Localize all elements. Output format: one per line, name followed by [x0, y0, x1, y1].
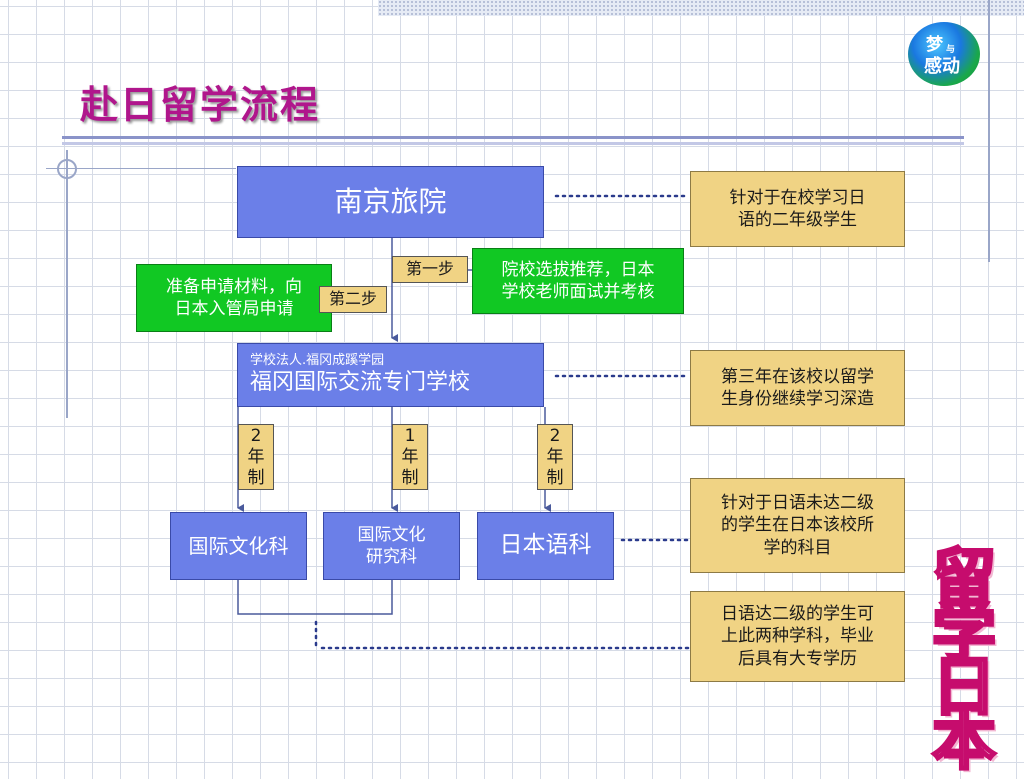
- banner-study-in-japan: 留 学 日 本: [922, 543, 1006, 779]
- note-third: 针对于日语未达二级 的学生在日本该校所 学的科目: [690, 478, 905, 573]
- note-fourth: 日语达二级的学生可 上此两种学科，毕业 后具有大专学历: [690, 591, 905, 682]
- logo-text-3: 感动: [924, 56, 960, 77]
- top-pattern-band: [378, 0, 1024, 16]
- node-dept-research: 国际文化 研究科: [323, 512, 460, 580]
- label-step1: 第一步: [392, 256, 468, 283]
- label-years-culture: 2 年 制: [238, 424, 274, 490]
- logo-text-1: 梦: [926, 35, 943, 55]
- banner-char-2: 学: [931, 597, 998, 671]
- logo-text-2: 与: [946, 45, 956, 55]
- banner-char-1: 留: [931, 543, 998, 617]
- label-step2: 第二步: [319, 286, 387, 313]
- node-nanjing: 南京旅院: [237, 166, 544, 238]
- node-school: 学校法人.福冈成蹊学园 福冈国际交流专门学校: [237, 343, 544, 407]
- frame-line-right: [988, 0, 990, 262]
- node-dept-culture: 国际文化科: [170, 512, 307, 580]
- node-apply: 准备申请材料，向 日本入管局申请: [136, 264, 332, 332]
- label-years-japanese: 2 年 制: [537, 424, 573, 490]
- node-select: 院校选拔推荐，日本 学校老师面试并考核: [472, 248, 684, 314]
- frame-line-left: [66, 150, 68, 418]
- note-first: 针对于在校学习日 语的二年级学生: [690, 171, 905, 247]
- note-second: 第三年在该校以留学 生身份继续学习深造: [690, 350, 905, 426]
- banner-char-4: 本: [931, 705, 998, 779]
- frame-line-horizontal: [46, 168, 236, 169]
- school-name: 福冈国际交流专门学校: [250, 370, 471, 396]
- frame-ring: [57, 159, 77, 179]
- label-years-research: 1 年 制: [392, 424, 428, 490]
- title-rule-light: [62, 142, 964, 145]
- logo: 梦 与 感动: [908, 22, 980, 86]
- banner-char-3: 日: [931, 651, 998, 725]
- node-dept-japanese: 日本语科: [477, 512, 614, 580]
- title-rule: [62, 136, 964, 139]
- bracket-two-depts: [237, 580, 393, 615]
- page-title: 赴日留学流程: [80, 83, 321, 127]
- school-subtitle: 学校法人.福冈成蹊学园: [250, 353, 385, 369]
